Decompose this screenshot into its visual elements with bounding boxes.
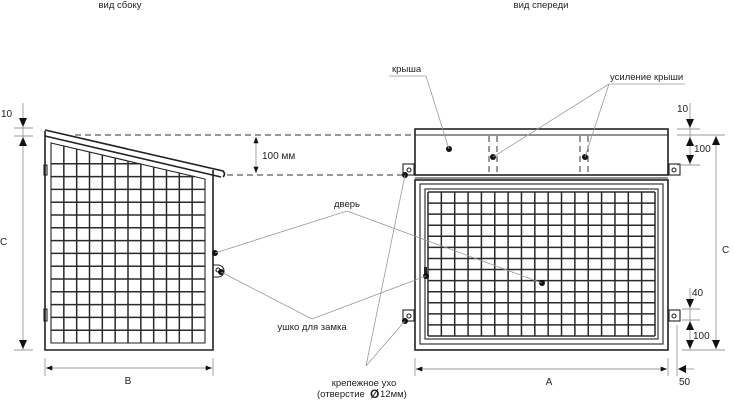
- arrow-100-up: [686, 137, 694, 146]
- arrow-100-down: [686, 155, 694, 164]
- side-hinge-top: [43, 164, 48, 176]
- mount-ear-hole-size: 12мм): [380, 389, 407, 400]
- side-width-label: B: [125, 376, 132, 387]
- door-label: дверь: [334, 199, 360, 210]
- side-hinge-bottom: [43, 308, 48, 322]
- front-height-label: C: [722, 245, 729, 256]
- ear-leader-top: [365, 174, 406, 367]
- ear-bottom-left: [402, 309, 415, 322]
- lock-eye-leader-side: [220, 271, 313, 320]
- door-leader-side: [214, 210, 348, 254]
- side-arrow-10-down: [19, 118, 27, 127]
- ear-top-right: [668, 163, 681, 176]
- arrow-100b-up: [686, 321, 694, 330]
- roof-slope-label: 100 мм: [262, 151, 295, 162]
- ear-top-left-hole: [406, 167, 412, 173]
- side-arrow-10-up: [19, 137, 27, 146]
- front-roof: [414, 128, 669, 176]
- front-roof-height-label: 100: [694, 144, 711, 155]
- front-body-frame: [414, 179, 669, 351]
- ear-bottom-right-hole: [671, 313, 677, 319]
- front-view: 10 100 C 40 100 A 50: [402, 103, 729, 388]
- side-view: 10 C B: [0, 103, 226, 387]
- ear-top-left: [402, 163, 415, 176]
- ear-bottom-left-hole: [406, 313, 412, 319]
- front-mesh-frame: [424, 188, 659, 340]
- mount-ear-hole-prefix: (отверстие: [317, 389, 365, 400]
- side-roof-top: [44, 129, 226, 178]
- arrow-c-up: [712, 136, 720, 145]
- side-view-title: вид сбоку: [98, 0, 141, 11]
- ear-bottom-right: [668, 309, 681, 322]
- reinforcement-leader-2: [584, 83, 610, 158]
- front-ear-offset-label: 50: [679, 377, 691, 388]
- front-width-label: A: [546, 377, 553, 388]
- roof-label: крыша: [392, 64, 422, 75]
- front-latch-bar: [424, 267, 427, 276]
- mount-ear-label: крепежное ухо: [332, 378, 397, 389]
- diameter-icon: Ø: [370, 387, 379, 400]
- front-view-title: вид спереди: [514, 0, 569, 11]
- roof-reinforcement-label: усиление крыши: [610, 72, 683, 83]
- side-height-label: C: [0, 237, 7, 248]
- roof-leader: [389, 75, 450, 150]
- arrow-10-down: [686, 119, 694, 128]
- arrow-50: [678, 365, 686, 373]
- ear-leader-bottom: [365, 320, 406, 367]
- side-roof-gap-label: 10: [1, 109, 13, 120]
- front-roof-gap-label: 10: [677, 104, 689, 115]
- arrow-c-down: [712, 340, 720, 349]
- side-frame-outline: [44, 131, 214, 351]
- lock-eye-leader-front: [311, 275, 427, 320]
- arrow-100b-down: [686, 340, 694, 349]
- arrow-40-down: [686, 299, 694, 308]
- ear-top-right-hole: [671, 167, 677, 173]
- lock-eye-label: ушко для замка: [277, 322, 347, 333]
- side-arrow-c-down: [19, 340, 27, 349]
- side-lock-eye: [213, 264, 225, 278]
- side-mesh-grid: [51, 146, 205, 343]
- front-bottom-ear-offset-label: 40: [692, 288, 704, 299]
- side-roof-bottom: [44, 135, 222, 178]
- front-door-frame: [419, 183, 664, 345]
- front-mesh-grid: [427, 191, 656, 337]
- door-leader-front: [346, 210, 543, 284]
- front-bottom-height-label: 100: [693, 331, 710, 342]
